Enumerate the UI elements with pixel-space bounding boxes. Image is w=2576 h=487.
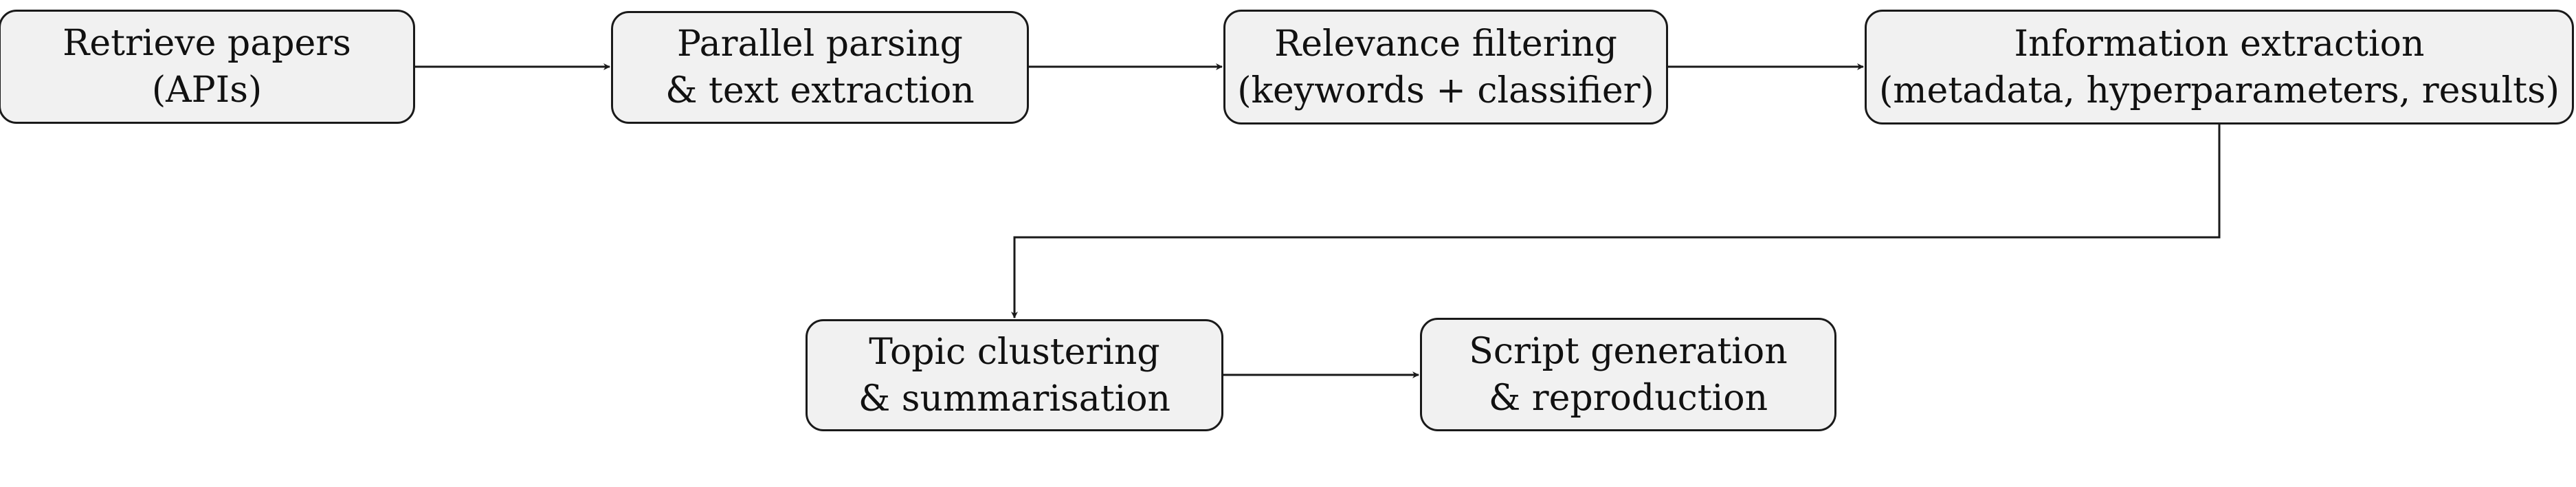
step-title: Information extraction <box>2014 23 2425 65</box>
step-information-extraction: Information extraction (metadata, hyperp… <box>1865 10 2574 125</box>
step-relevance-filtering: Relevance filtering (keywords + classifi… <box>1223 10 1668 125</box>
step-subtitle: & summarisation <box>858 378 1171 420</box>
step-subtitle: (metadata, hyperparameters, results) <box>1878 69 2560 111</box>
step-parallel-parsing: Parallel parsing & text extraction <box>611 11 1029 124</box>
step-script-generation: Script generation & reproduction <box>1420 318 1836 431</box>
step-title: Parallel parsing <box>677 23 963 65</box>
step-subtitle: (APIs) <box>151 69 263 111</box>
step-topic-clustering: Topic clustering & summarisation <box>806 319 1223 431</box>
step-title: Retrieve papers <box>63 23 351 64</box>
step-title: Script generation <box>1469 330 1788 372</box>
step-subtitle: & reproduction <box>1488 377 1768 419</box>
step-title: Topic clustering <box>869 331 1160 373</box>
step-subtitle: & text extraction <box>665 70 975 111</box>
edge-n4-to-n5 <box>1011 125 2221 318</box>
step-retrieve-papers: Retrieve papers (APIs) <box>0 10 415 124</box>
step-subtitle: (keywords + classifier) <box>1237 69 1654 111</box>
step-title: Relevance filtering <box>1274 23 1617 65</box>
